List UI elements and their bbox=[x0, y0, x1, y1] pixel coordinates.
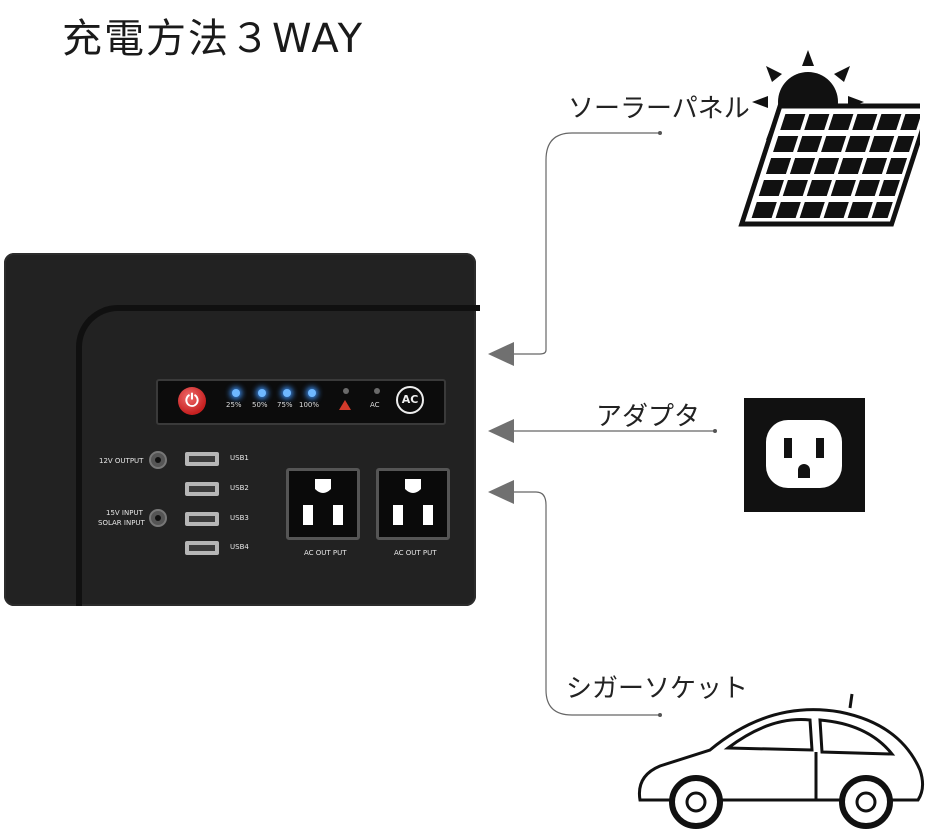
ac-outlet-1[interactable] bbox=[286, 468, 360, 540]
usb-port-2[interactable] bbox=[185, 482, 219, 496]
adapter-label: アダプタ bbox=[596, 402, 701, 432]
ac-indicator-label: AC bbox=[370, 401, 380, 409]
power-icon: ⏻ bbox=[185, 391, 199, 411]
car-icon bbox=[637, 693, 925, 829]
dc-output-port[interactable] bbox=[149, 451, 167, 469]
dc-input-port[interactable] bbox=[149, 509, 167, 527]
led-50-label: 50% bbox=[252, 401, 268, 409]
usb-port-4[interactable] bbox=[185, 541, 219, 555]
led-75 bbox=[283, 389, 291, 397]
led-75-label: 75% bbox=[277, 401, 293, 409]
power-station: ⏻ 25% 50% 75% 100% AC AC 12V OUTPUT 15V … bbox=[4, 253, 480, 606]
outlet-slots-icon bbox=[393, 479, 433, 525]
led-25 bbox=[232, 389, 240, 397]
usb-port-3[interactable] bbox=[185, 512, 219, 526]
usb-port-1[interactable] bbox=[185, 452, 219, 466]
solar-panel-icon bbox=[738, 50, 920, 227]
led-25-label: 25% bbox=[226, 401, 242, 409]
usb-label-3: USB3 bbox=[230, 514, 249, 522]
page-title: 充電方法３WAY bbox=[62, 16, 365, 62]
usb-label-1: USB1 bbox=[230, 454, 249, 462]
wall-outlet-icon bbox=[744, 398, 865, 512]
solar-connector bbox=[514, 132, 660, 355]
led-100-label: 100% bbox=[299, 401, 320, 409]
outlet-face bbox=[766, 420, 842, 488]
solar-arrow bbox=[488, 342, 514, 366]
dc-input-label: 15V INPUT bbox=[106, 509, 143, 517]
warning-led bbox=[343, 388, 349, 394]
led-100 bbox=[308, 389, 316, 397]
cigar-arrow bbox=[488, 480, 514, 504]
led-50 bbox=[258, 389, 266, 397]
dc-output-label: 12V OUTPUT bbox=[99, 457, 144, 465]
solar-input-label: SOLAR INPUT bbox=[98, 519, 145, 527]
ac-outlet-1-label: AC OUT PUT bbox=[304, 549, 347, 557]
usb-label-2: USB2 bbox=[230, 484, 249, 492]
control-panel: ⏻ 25% 50% 75% 100% AC AC bbox=[156, 379, 446, 425]
ac-led bbox=[374, 388, 380, 394]
usb-label-4: USB4 bbox=[230, 543, 249, 551]
ac-outlet-2[interactable] bbox=[376, 468, 450, 540]
warning-icon bbox=[339, 400, 351, 410]
ac-outlet-2-label: AC OUT PUT bbox=[394, 549, 437, 557]
solar-panel-label: ソーラーパネル bbox=[568, 94, 750, 124]
cigar-socket-label: シガーソケット bbox=[566, 674, 749, 704]
adapter-arrow bbox=[488, 419, 514, 443]
cigar-connector bbox=[514, 491, 660, 716]
device-front-panel bbox=[76, 305, 480, 606]
ac-button[interactable]: AC bbox=[396, 386, 424, 414]
power-button[interactable]: ⏻ bbox=[178, 387, 206, 415]
outlet-slots-icon bbox=[303, 479, 343, 525]
